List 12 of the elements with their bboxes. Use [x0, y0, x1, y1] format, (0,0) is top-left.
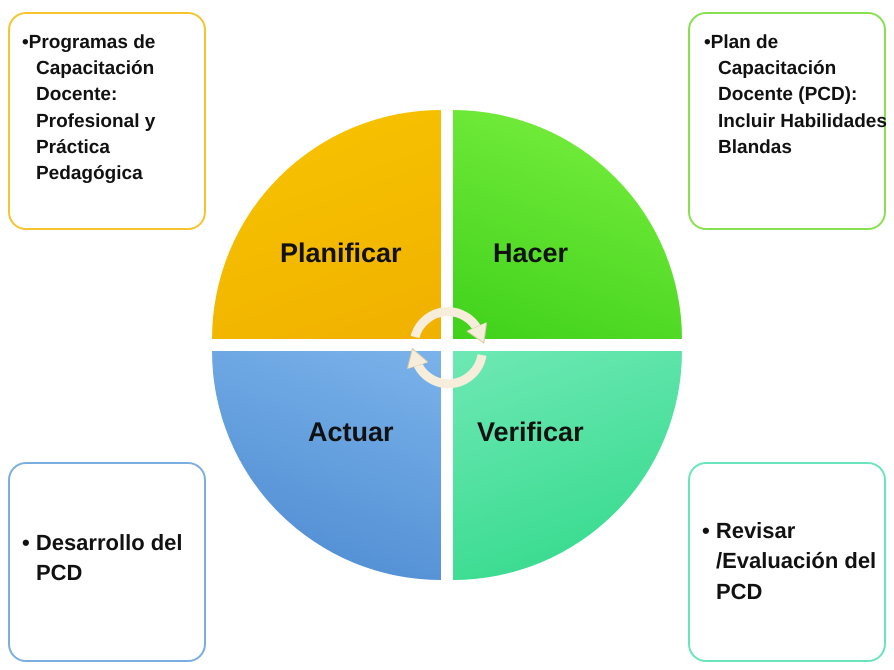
cycle-arrow [410, 307, 486, 344]
text-box [8, 12, 206, 230]
bullet-text: • Desarrollo del PCD [22, 529, 184, 588]
bullet-text: • Revisar /Evaluación del PCD [702, 517, 878, 606]
text-box [688, 12, 886, 230]
quadrant-label: Hacer [493, 238, 568, 269]
bullet-text: •Programas de Capacitación Docente: Profesional y Práctica Pedagógica [22, 31, 156, 186]
text-box [8, 462, 206, 662]
quadrant-label: Actuar [308, 417, 394, 448]
quadrant-label: Verificar [477, 417, 584, 448]
text-box [688, 462, 886, 662]
quadrant-label: Planificar [280, 238, 402, 269]
